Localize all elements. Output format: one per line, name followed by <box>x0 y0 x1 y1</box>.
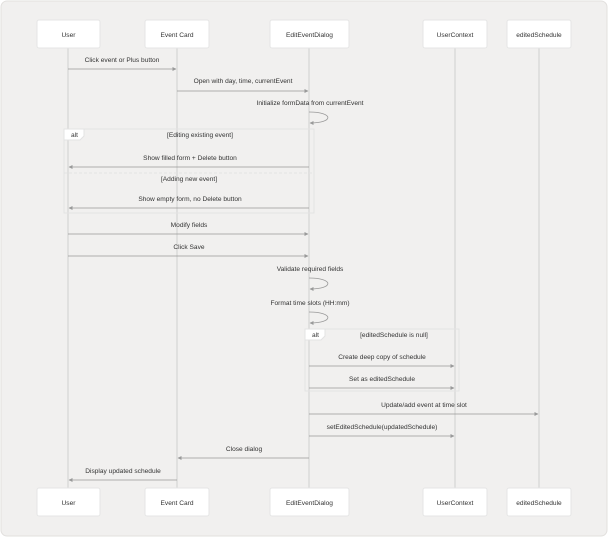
message-4: Show filled form + Delete button <box>68 155 309 169</box>
message-label: Click Save <box>173 244 204 251</box>
participant-label: UserContext <box>437 500 474 507</box>
message-label: Modify fields <box>171 222 208 229</box>
participant-label: EditEventDialog <box>286 32 333 39</box>
message-12: Update/add event at time slot <box>309 402 539 416</box>
message-label: Display updated schedule <box>85 468 161 475</box>
message-label: Close dialog <box>226 446 263 453</box>
participant-label: editedSchedule <box>516 500 562 507</box>
message-label: Show empty form, no Delete button <box>138 196 242 203</box>
message-label: Click event or Plus button <box>85 57 160 64</box>
message-10: Create deep copy of schedule <box>309 354 455 368</box>
participant-label: editedSchedule <box>516 32 562 39</box>
participant-user-bottom: User <box>36 487 101 517</box>
alt-else-guard: [Adding new event] <box>161 176 217 183</box>
participant-edited-schedule-top: editedSchedule <box>506 19 572 49</box>
participant-edit-event-dialog-top: EditEventDialog <box>269 19 350 49</box>
participant-user-context-bottom: UserContext <box>422 487 488 517</box>
message-14: Close dialog <box>177 446 309 460</box>
message-13: setEditedSchedule(updatedSchedule) <box>309 424 455 438</box>
participant-label: Event Card <box>161 32 194 39</box>
participant-label: User <box>62 32 77 39</box>
participant-label: UserContext <box>437 32 474 39</box>
message-label: Initialize formData from currentEvent <box>256 100 363 107</box>
message-5: Show empty form, no Delete button <box>68 196 309 210</box>
alt-fragment-edit-or-add: alt [Editing existing event] [Adding new… <box>63 128 315 214</box>
message-6: Modify fields <box>68 222 309 236</box>
message-1: Click event or Plus button <box>68 57 177 71</box>
message-label: Create deep copy of schedule <box>338 354 426 361</box>
alt-fragment-schedule-null: alt [editedSchedule is null] <box>304 328 460 392</box>
participant-label: EditEventDialog <box>286 500 333 507</box>
participant-label: Event Card <box>161 500 194 507</box>
message-label: Set as editedSchedule <box>349 376 415 383</box>
message-8-self: Validate required fields <box>277 266 344 291</box>
message-9-self: Format time slots (HH:mm) <box>270 300 350 325</box>
alt-keyword: alt <box>71 132 78 139</box>
participant-event-card-bottom: Event Card <box>144 487 210 517</box>
message-label: Format time slots (HH:mm) <box>270 300 349 307</box>
participant-label: User <box>62 500 77 507</box>
participant-edited-schedule-bottom: editedSchedule <box>506 487 572 517</box>
alt-guard: [Editing existing event] <box>167 132 233 139</box>
participant-event-card-top: Event Card <box>144 19 210 49</box>
message-2: Open with day, time, currentEvent <box>177 78 309 93</box>
message-label: Update/add event at time slot <box>381 402 467 409</box>
message-label: Validate required fields <box>277 266 344 273</box>
message-11: Set as editedSchedule <box>309 376 455 390</box>
message-3-self: Initialize formData from currentEvent <box>256 100 364 125</box>
alt-guard: [editedSchedule is null] <box>360 332 428 339</box>
participant-edit-event-dialog-bottom: EditEventDialog <box>269 487 350 517</box>
participant-user-top: User <box>36 19 101 49</box>
message-label: Open with day, time, currentEvent <box>194 78 293 85</box>
message-label: Show filled form + Delete button <box>143 155 237 162</box>
message-15: Display updated schedule <box>68 468 177 482</box>
message-label: setEditedSchedule(updatedSchedule) <box>327 424 438 431</box>
message-7: Click Save <box>68 244 309 258</box>
alt-keyword: alt <box>312 332 319 339</box>
participant-user-context-top: UserContext <box>422 19 488 49</box>
